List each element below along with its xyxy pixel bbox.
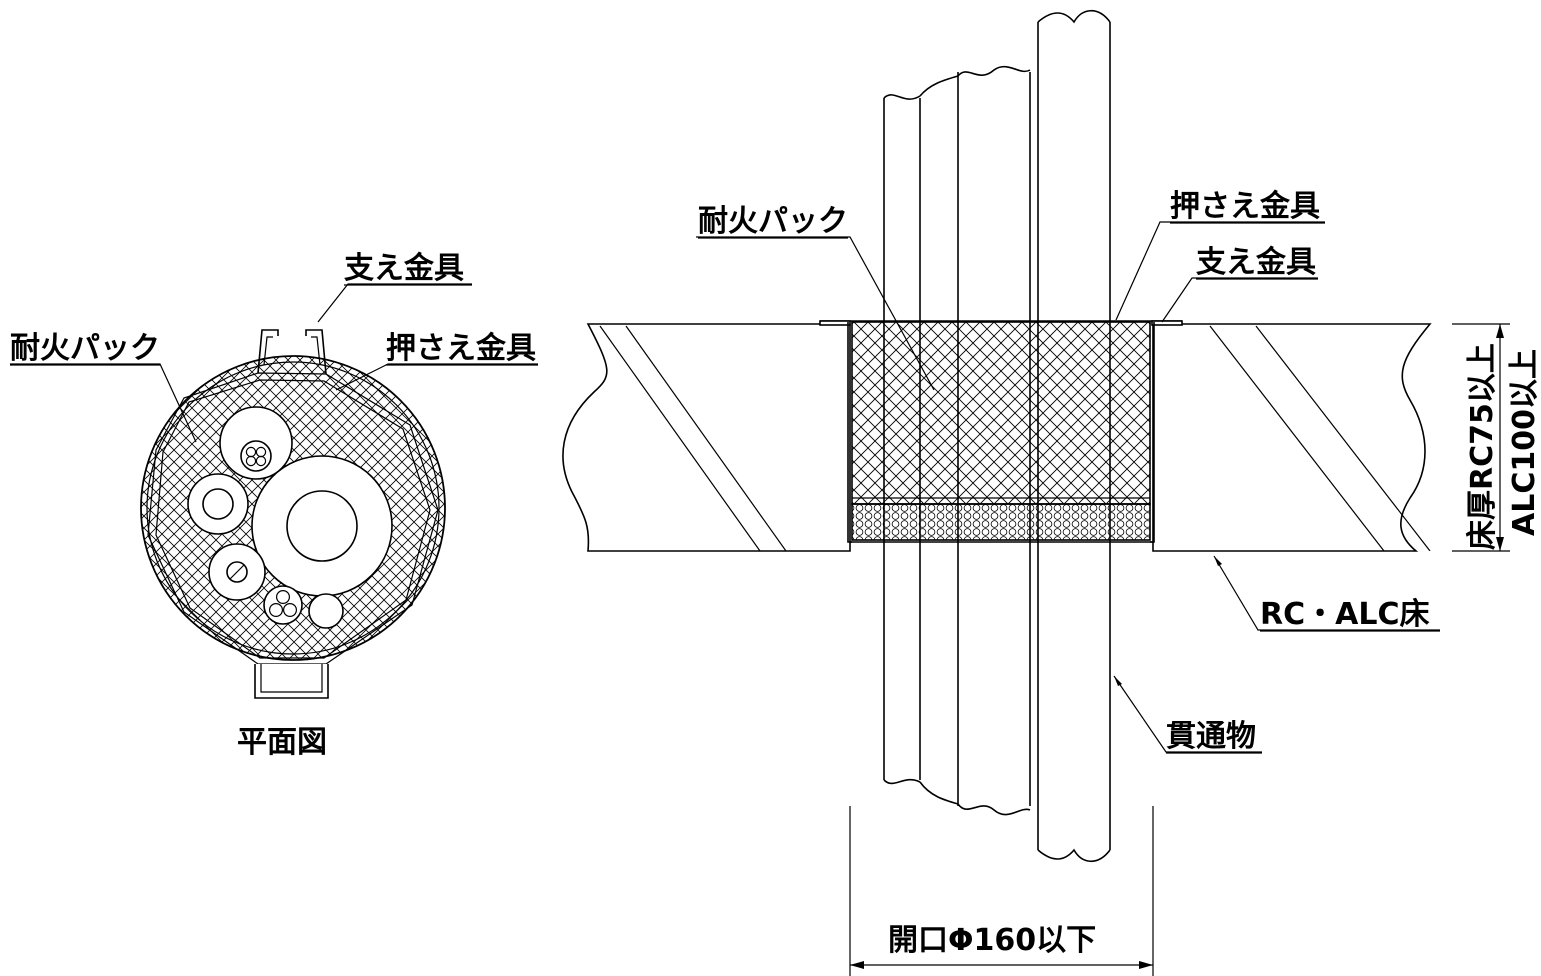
thickness-rc-label: 床厚RC75以上 bbox=[1465, 343, 1500, 550]
section-press-bracket bbox=[819, 320, 1183, 326]
floor-slab-left bbox=[562, 323, 851, 552]
plan-cable-large bbox=[251, 455, 393, 597]
label-underlines bbox=[10, 222, 1440, 754]
thickness-alc-label: ALC100以上 bbox=[1507, 349, 1541, 536]
section-press-bracket-label: 押さえ金具 bbox=[1170, 189, 1320, 224]
opening-dimension-label: 開口Φ160以下 bbox=[888, 923, 1096, 958]
plan-cable-lower bbox=[208, 543, 266, 601]
plan-view: 支え金具 耐火パック 押さえ金具 平面図 bbox=[10, 251, 538, 760]
plan-support-bracket-label: 支え金具 bbox=[344, 251, 464, 286]
plan-cable-top bbox=[219, 406, 293, 480]
plan-support-bracket-bottom bbox=[254, 664, 329, 699]
section-support-bracket-label: 支え金具 bbox=[1196, 245, 1316, 280]
penetrant-label: 貫通物 bbox=[1166, 719, 1256, 754]
plan-cable-small bbox=[308, 593, 344, 629]
plan-support-bracket-top bbox=[257, 329, 327, 375]
section-support-bracket bbox=[847, 322, 1155, 543]
section-view: 耐火パック 押さえ金具 支え金具 RC・ALC床 貫通物 開口Φ160以下 床厚… bbox=[562, 9, 1541, 976]
plan-cable-left bbox=[187, 473, 249, 535]
plan-view-title: 平面図 bbox=[237, 725, 327, 760]
opening-dimension bbox=[849, 806, 1154, 976]
plan-cable-triple bbox=[263, 585, 303, 625]
floor-slab-right bbox=[1152, 323, 1432, 552]
plan-press-bracket-label: 押さえ金具 bbox=[386, 331, 536, 366]
plan-fire-pack-label: 耐火パック bbox=[10, 331, 160, 366]
section-fire-pack bbox=[851, 321, 1151, 541]
thickness-dimension bbox=[1452, 323, 1510, 552]
penetrant-pipes bbox=[883, 9, 1111, 863]
section-fire-pack-label: 耐火パック bbox=[698, 204, 848, 239]
floor-label: RC・ALC床 bbox=[1260, 597, 1429, 632]
